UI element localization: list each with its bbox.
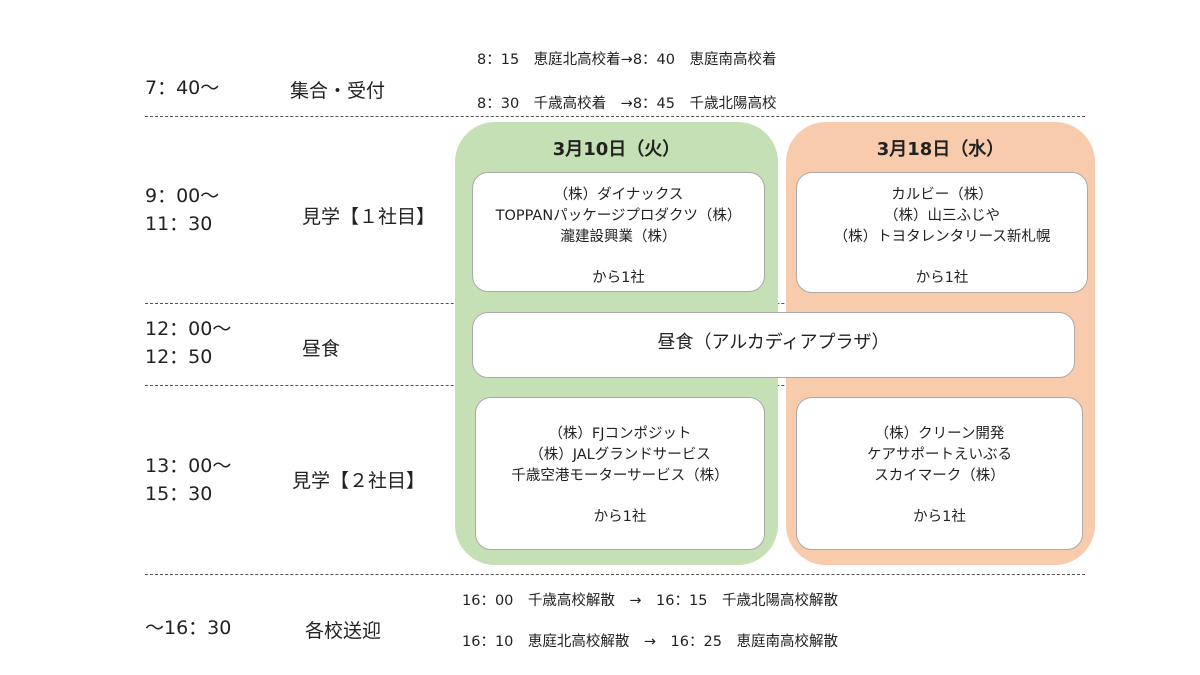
time-visit1: 9：00～ 11：30 <box>145 182 219 238</box>
departure-note: 16：10 恵庭北高校解散 → 16：25 恵庭南高校解散 <box>462 634 838 650</box>
company: （株）山三ふじや <box>884 208 1000 224</box>
company: （株）ダイナックス <box>553 187 684 203</box>
company: カルビー（株） <box>891 187 993 203</box>
time-end: 15：30 <box>145 483 213 505</box>
divider <box>145 116 1085 117</box>
label-visit1: 見学【１社目】 <box>302 206 436 228</box>
company: スカイマーク（株） <box>874 468 1005 484</box>
label-return: 各校送迎 <box>305 620 382 642</box>
time-start: 12：00～ <box>145 318 232 340</box>
time-return: ～16：30 <box>145 617 232 639</box>
pick-one-note: から1社 <box>915 270 969 286</box>
time-end: 11：30 <box>145 213 213 235</box>
company: 千歳空港モーターサービス（株） <box>511 468 729 484</box>
time-end: 12：50 <box>145 346 213 368</box>
day2-visit1-box: カルビー（株） （株）山三ふじや （株）トヨタレンタリース新札幌 から1社 <box>796 172 1088 293</box>
time-gather: 7：40～ <box>145 77 220 99</box>
arrival-note: 8：30 千歳高校着 →8：45 千歳北陽高校 <box>477 96 777 112</box>
label-gather: 集合・受付 <box>290 80 386 102</box>
pick-one-note: から1社 <box>593 509 647 525</box>
time-start: 13：00～ <box>145 455 232 477</box>
label-visit2: 見学【２社目】 <box>292 470 426 492</box>
divider <box>145 574 1085 575</box>
time-start: 9：00～ <box>145 185 220 207</box>
pick-one-note: から1社 <box>913 509 966 525</box>
company: 瀧建設興業（株） <box>560 229 677 245</box>
company: TOPPANパッケージプロダクツ（株） <box>495 208 742 224</box>
day2-visit2-box: （株）クリーン開発 ケアサポートえいぶる スカイマーク（株） から1社 <box>796 397 1083 550</box>
departure-note: 16：00 千歳高校解散 → 16：15 千歳北陽高校解散 <box>462 593 838 609</box>
day1-header: 3月10日（火） <box>552 139 681 160</box>
company: ケアサポートえいぶる <box>867 447 1012 463</box>
pick-one-note: から1社 <box>592 270 645 286</box>
time-visit2: 13：00～ 15：30 <box>145 452 231 508</box>
time-lunch: 12：00～ 12：50 <box>145 315 231 371</box>
company: （株）JALグランドサービス <box>529 447 711 463</box>
day1-visit1-box: （株）ダイナックス TOPPANパッケージプロダクツ（株） 瀧建設興業（株） か… <box>472 172 765 292</box>
day1-visit2-box: （株）FJコンポジット （株）JALグランドサービス 千歳空港モーターサービス（… <box>475 397 765 550</box>
company: （株）トヨタレンタリース新札幌 <box>833 229 1051 245</box>
label-lunch: 昼食 <box>302 338 341 360</box>
company: （株）クリーン開発 <box>874 426 1005 442</box>
day2-header: 3月18日（水） <box>876 139 1005 160</box>
lunch-box: 昼食（アルカディアプラザ） <box>472 312 1075 378</box>
company: （株）FJコンポジット <box>548 426 692 442</box>
arrival-note: 8：15 恵庭北高校着→8：40 恵庭南高校着 <box>477 52 777 68</box>
